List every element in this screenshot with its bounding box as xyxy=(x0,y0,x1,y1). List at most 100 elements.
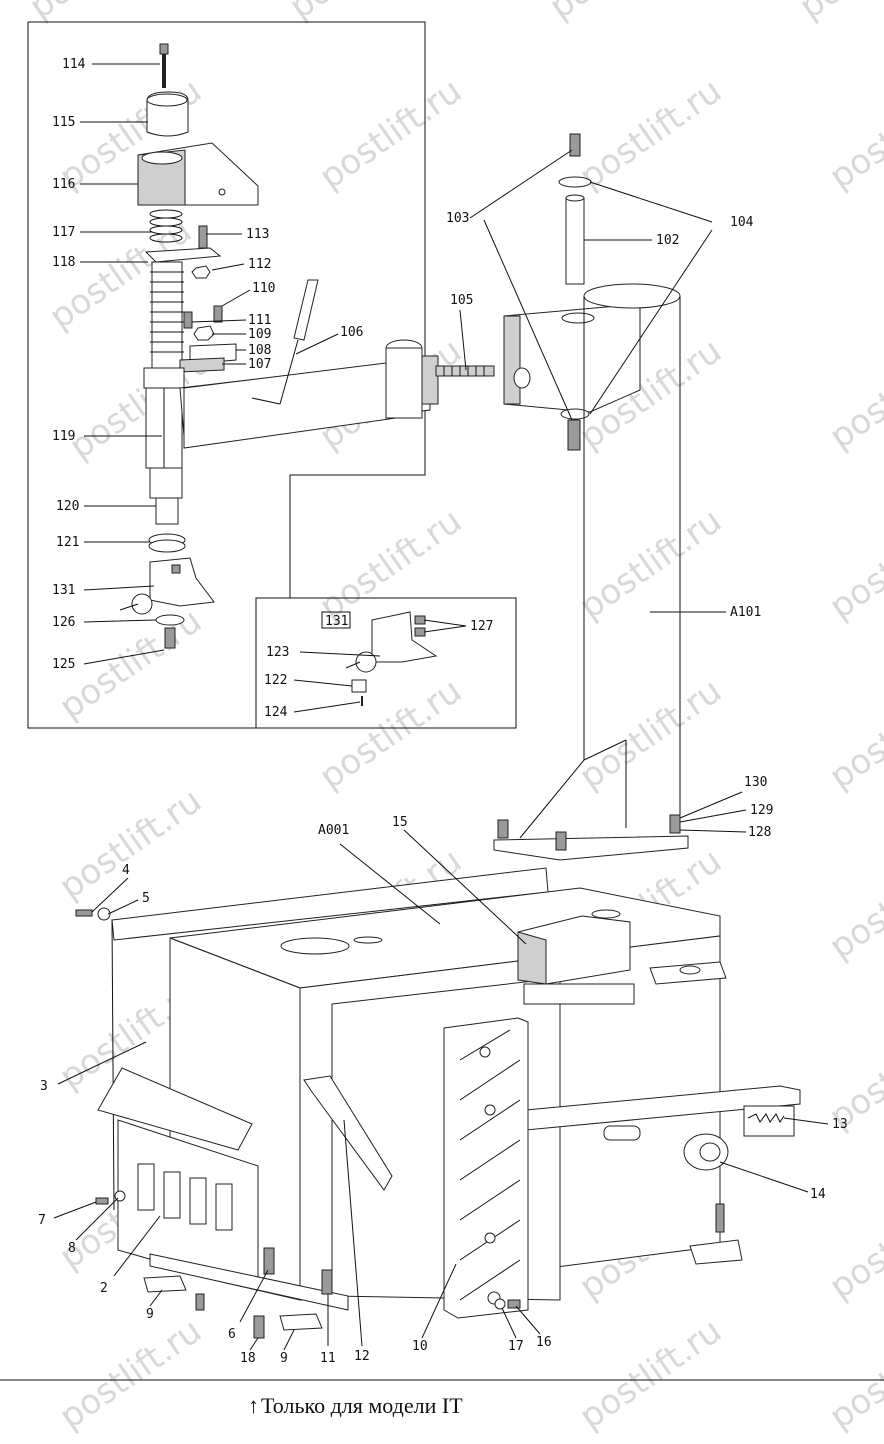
callout-129: 129 xyxy=(750,803,773,818)
callout-3: 3 xyxy=(40,1079,48,1094)
watermark: postlift.ru xyxy=(572,71,729,197)
watermark: postlift.ru xyxy=(822,331,884,457)
bolt-bottom xyxy=(567,419,581,451)
callout-2: 2 xyxy=(100,1281,108,1296)
callout-13: 13 xyxy=(832,1117,848,1132)
callout-7: 7 xyxy=(38,1213,46,1228)
column-assembly xyxy=(435,133,689,861)
plate-2 xyxy=(97,1067,259,1291)
shaft-105 xyxy=(435,365,495,377)
washer-17 xyxy=(494,1298,506,1310)
watermark: postlift.ru xyxy=(822,1311,884,1437)
machine-body xyxy=(75,867,801,1339)
plate-118 xyxy=(144,247,222,263)
callout-122: 122 xyxy=(264,673,287,688)
base-plate xyxy=(493,835,689,861)
watermark: postlift.ru xyxy=(572,501,729,627)
screw-11 xyxy=(321,1269,333,1295)
arrow-up-icon: ↑ xyxy=(248,1393,259,1418)
callout-18: 18 xyxy=(240,1351,256,1366)
watermark: postlift.ru xyxy=(822,1181,884,1307)
bolt-114 xyxy=(159,43,169,55)
box-15 xyxy=(517,909,635,1005)
callout-116: 116 xyxy=(52,177,75,192)
callout-9: 9 xyxy=(280,1351,288,1366)
rack-118 xyxy=(150,261,184,371)
stem-120 xyxy=(149,467,183,499)
bolt-128 xyxy=(669,814,681,834)
washer-5 xyxy=(97,907,111,921)
column-A101 xyxy=(493,283,689,861)
lever-12 xyxy=(303,1075,393,1191)
handle-106 xyxy=(293,279,319,341)
bolt-113 xyxy=(198,225,208,249)
callout-102: 102 xyxy=(656,233,679,248)
bolt-6 xyxy=(263,1247,275,1275)
callout-121: 121 xyxy=(56,535,79,550)
pad-10 xyxy=(443,1017,529,1319)
roller-122 xyxy=(351,679,367,693)
callout-108: 108 xyxy=(248,343,271,358)
watermark: postlift.ru xyxy=(792,0,884,27)
column-119 xyxy=(143,367,185,469)
callout-130: 130 xyxy=(744,775,767,790)
foot-9a xyxy=(143,1275,187,1293)
model-note: ↑Только для модели IT xyxy=(248,1393,463,1419)
callout-120: 120 xyxy=(56,499,79,514)
bolt-111 xyxy=(183,311,193,329)
callout-labels: 114 115 116 117 113 118 112 110 111 109 … xyxy=(38,57,848,1366)
bolt-110 xyxy=(213,305,223,323)
callout-125: 125 xyxy=(52,657,75,672)
screw-16 xyxy=(507,1299,521,1309)
callout-119: 119 xyxy=(52,429,75,444)
callout-107: 107 xyxy=(248,357,271,372)
callout-16: 16 xyxy=(536,1335,552,1350)
callout-105: 105 xyxy=(450,293,473,308)
tool-head-123 xyxy=(371,611,438,663)
callout-4: 4 xyxy=(122,863,130,878)
callout-14: 14 xyxy=(810,1187,826,1202)
callout-106: 106 xyxy=(340,325,363,340)
callout-109: 109 xyxy=(248,327,271,342)
callout-128: 128 xyxy=(748,825,771,840)
callout-103: 103 xyxy=(446,211,469,226)
inset-131-frame: 131 xyxy=(255,597,517,729)
callout-131: 131 xyxy=(52,583,75,598)
watermark: postlift.ru xyxy=(542,0,699,27)
watermark: postlift.ru xyxy=(312,71,469,197)
leader-lines xyxy=(0,63,884,1381)
callout-A101: A101 xyxy=(730,605,761,620)
watermark: postlift.ru xyxy=(52,781,209,907)
nut-112 xyxy=(191,265,211,279)
callout-104: 104 xyxy=(730,215,754,230)
inset-label-box xyxy=(321,611,351,629)
watermark: postlift.ru xyxy=(312,501,469,627)
watermark: postlift.ru xyxy=(822,841,884,967)
pin-102 xyxy=(565,197,585,285)
callout-117: 117 xyxy=(52,225,75,240)
spring-117 xyxy=(149,209,183,243)
spring-13 xyxy=(743,1105,795,1137)
watermark: postlift.ru xyxy=(572,671,729,797)
nut-109 xyxy=(193,325,215,341)
watermark: postlift.ru xyxy=(822,71,884,197)
foot-9b xyxy=(279,1313,323,1331)
clamp-107 xyxy=(179,357,225,373)
callout-6: 6 xyxy=(228,1327,236,1342)
washer-126 xyxy=(155,614,185,626)
callout-110: 110 xyxy=(252,281,275,296)
inset-131-parts xyxy=(345,611,438,706)
bolt-18 xyxy=(253,1315,265,1339)
watermark: postlift.ru xyxy=(52,601,209,727)
watermark: postlift.ru xyxy=(52,1311,209,1437)
callout-11: 11 xyxy=(320,1351,336,1366)
callout-127: 127 xyxy=(470,619,493,634)
watermark: postlift.ru xyxy=(22,0,179,27)
callout-8: 8 xyxy=(68,1241,76,1256)
callout-5: 5 xyxy=(142,891,150,906)
watermark: postlift.ru xyxy=(822,671,884,797)
callout-123: 123 xyxy=(266,645,289,660)
model-note-text: Только для модели IT xyxy=(261,1393,463,1418)
bolt-103 xyxy=(569,133,581,157)
